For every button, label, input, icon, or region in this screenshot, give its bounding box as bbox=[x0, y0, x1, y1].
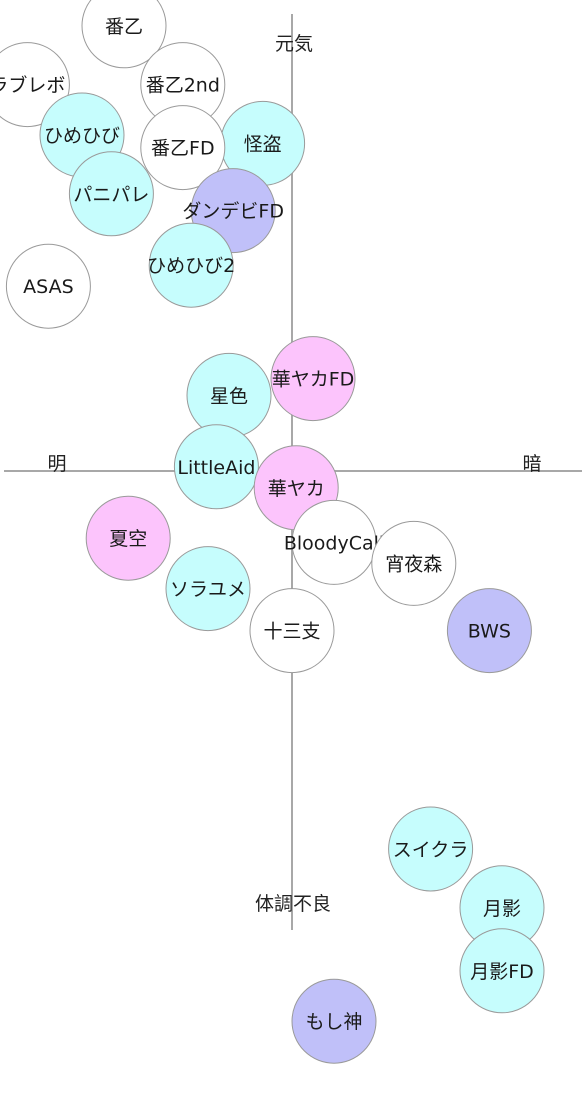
bubble-circle bbox=[5, 243, 91, 329]
bubble-circle bbox=[140, 105, 226, 191]
bubble-label: パニパレ bbox=[73, 184, 149, 206]
bubble-circle bbox=[81, 0, 167, 69]
bubble-label: 十三支 bbox=[263, 621, 320, 643]
axis-label-left: 明 bbox=[47, 453, 66, 475]
bubble-label: 月影 bbox=[483, 898, 521, 920]
bubble-circle bbox=[249, 588, 335, 674]
bubble-circle bbox=[371, 520, 457, 606]
bubble-label: 華ヤカFD bbox=[272, 369, 355, 391]
bubble-circle bbox=[173, 424, 259, 510]
bubble-label: ひめひび2 bbox=[147, 255, 235, 277]
bubble-label: 怪盗 bbox=[244, 133, 282, 155]
bubble-label: BloodyCall bbox=[284, 532, 384, 554]
bubble-circle bbox=[270, 336, 356, 422]
bubble-circle bbox=[148, 222, 234, 308]
bubble-label: 星色 bbox=[210, 385, 248, 407]
axis-label-right: 暗 bbox=[522, 453, 541, 475]
bubble-circle bbox=[165, 546, 251, 632]
bubble-label: ダンデビFD bbox=[182, 201, 284, 223]
bubble-circle bbox=[446, 588, 532, 674]
bubble-label: 月影FD bbox=[470, 961, 534, 983]
bubble-label: 番乙 bbox=[105, 16, 143, 38]
bubble-label: 宵夜森 bbox=[385, 553, 442, 575]
bubble-circle bbox=[85, 495, 171, 581]
bubble-label: ひめひび bbox=[44, 125, 120, 147]
bubble-label: 番乙FD bbox=[151, 138, 215, 160]
axis-label-top: 元気 bbox=[275, 33, 313, 55]
bubble-circle bbox=[68, 151, 154, 237]
bubble-label: LittleAid bbox=[177, 457, 255, 479]
bubble-label: ソラユメ bbox=[170, 579, 246, 601]
bubble-label: ラブレボ bbox=[0, 74, 65, 97]
bubble-label: 夏空 bbox=[109, 528, 147, 550]
bubble-circle bbox=[459, 928, 545, 1014]
bubble-label: もし神 bbox=[305, 1011, 362, 1033]
bubble-circle bbox=[291, 978, 377, 1064]
bubble-label: ASAS bbox=[23, 276, 73, 298]
axis-label-bottom: 体調不良 bbox=[255, 893, 331, 915]
bubble-label: スイクラ bbox=[393, 839, 469, 861]
bubble-circle bbox=[388, 806, 474, 892]
bubble-circle bbox=[291, 499, 377, 585]
bubble-label: BWS bbox=[468, 621, 511, 643]
bubble-label: 華ヤカ bbox=[268, 478, 325, 500]
bubble-label: 番乙2nd bbox=[146, 75, 220, 97]
